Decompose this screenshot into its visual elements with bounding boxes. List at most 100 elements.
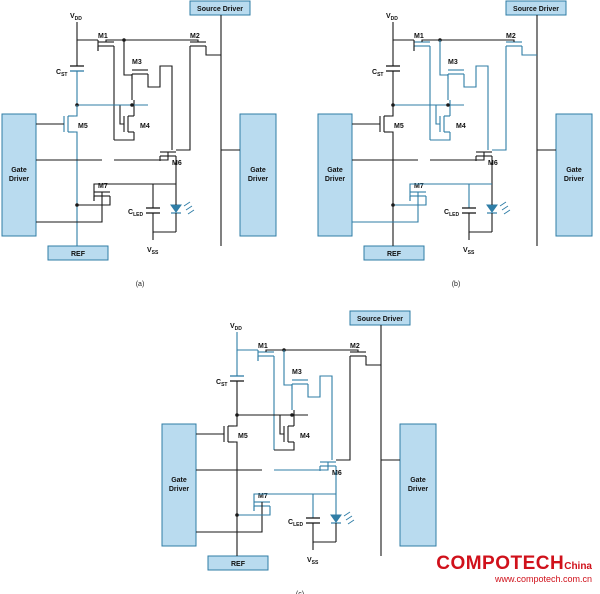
caption-0: (a) <box>136 281 145 288</box>
gate-driver-right-label-line1: Gate <box>410 477 426 484</box>
m2-to-node <box>176 51 191 151</box>
m4-source <box>430 132 451 141</box>
m5-label: M5 <box>238 433 248 440</box>
m4-transistor <box>123 115 134 133</box>
m6-gate <box>274 462 329 471</box>
source-driver-label: Source Driver <box>357 316 403 323</box>
m3-label: M3 <box>292 369 302 376</box>
node-m3 <box>290 413 294 417</box>
gate-driver-right-label-line2: Driver <box>408 486 429 493</box>
ref-box <box>363 245 425 261</box>
gate-driver-left-label-line1: Gate <box>327 167 343 174</box>
ref: REF <box>207 555 269 571</box>
m2-label: M2 <box>190 33 200 40</box>
m7-drain <box>253 493 336 511</box>
node-ref <box>75 203 79 207</box>
m5-label: M5 <box>78 123 88 130</box>
watermark-suffix: China <box>564 561 592 572</box>
m4-transistor <box>283 425 294 443</box>
m5-drain <box>390 105 394 117</box>
cled-label: CLED <box>288 519 303 528</box>
ref-box <box>47 245 109 261</box>
vdd-rail <box>392 22 414 41</box>
m3-transistor <box>291 379 309 389</box>
m2-transistor <box>189 41 207 51</box>
m7-gate <box>352 192 419 223</box>
m4-gate <box>435 105 440 125</box>
gate-driver-right-box <box>555 113 593 237</box>
ref-line <box>234 441 238 556</box>
led-rays <box>343 511 355 525</box>
m2-transistor <box>505 41 523 51</box>
compotech-watermark: COMPOTECHChina www.compotech.com.cn <box>436 554 592 584</box>
source-driver: Source Driver <box>189 0 251 16</box>
led-icon <box>330 511 355 525</box>
m5-drain <box>74 105 78 117</box>
gate-driver-right-box <box>399 423 437 547</box>
led-triangle <box>170 204 182 213</box>
m1-gate-line <box>105 39 124 42</box>
vdd-rail <box>236 332 258 351</box>
m4-source <box>114 132 135 141</box>
ref-label: REF <box>231 561 246 568</box>
cled-bottom-wire <box>468 213 492 233</box>
node-m3 <box>446 103 450 107</box>
m1-transistor <box>413 41 431 51</box>
m7-gate <box>36 192 103 223</box>
source-driver-box <box>189 0 251 16</box>
m7-label: M7 <box>414 183 424 190</box>
m3-drain <box>463 65 489 150</box>
led-triangle <box>330 514 342 523</box>
source-driver: Source Driver <box>505 0 567 16</box>
vdd-label: VDD <box>70 13 82 22</box>
m2-label: M2 <box>350 343 360 350</box>
m7-source <box>237 511 271 516</box>
m2-to-node <box>492 51 507 151</box>
source-driver: Source Driver <box>349 310 411 326</box>
ref-label: REF <box>387 251 402 258</box>
m4-label: M4 <box>456 123 466 130</box>
m7-label: M7 <box>258 493 268 500</box>
m3-label: M3 <box>448 59 458 66</box>
m1-label: M1 <box>414 33 424 40</box>
ref-line <box>390 131 394 246</box>
scan-line-m2 <box>284 349 359 352</box>
m2-label: M2 <box>506 33 516 40</box>
source-driver-box <box>349 310 411 326</box>
m2-to-data <box>205 51 221 56</box>
cst-label: CST <box>372 69 383 78</box>
m7-source <box>77 201 111 206</box>
m1-gate-line <box>421 39 440 42</box>
cst-label: CST <box>56 69 67 78</box>
gate-driver-left-label-line1: Gate <box>171 477 187 484</box>
m5-transistor <box>223 425 234 443</box>
gate-driver-right-label-line1: Gate <box>250 167 266 174</box>
m3-drain <box>307 375 333 460</box>
m6-label: M6 <box>332 470 342 477</box>
led-triangle <box>486 204 498 213</box>
gate-driver-left-box <box>161 423 197 547</box>
node-ref <box>235 513 239 517</box>
m7-drain <box>93 183 176 201</box>
m6-label: M6 <box>488 160 498 167</box>
m2-to-data <box>521 51 537 56</box>
m3-gate-line <box>283 350 293 389</box>
m3-label: M3 <box>132 59 142 66</box>
source-driver-label: Source Driver <box>197 6 243 13</box>
source-driver-label: Source Driver <box>513 6 559 13</box>
m5-drain <box>234 415 238 427</box>
caption-2: (c) <box>296 591 304 594</box>
m5-label: M5 <box>394 123 404 130</box>
gate-driver-left-box <box>317 113 353 237</box>
gate-driver-right-label-line2: Driver <box>564 176 585 183</box>
m5-transistor <box>379 115 390 133</box>
m4-label: M4 <box>300 433 310 440</box>
ref-label: REF <box>71 251 86 258</box>
node-m3 <box>130 103 134 107</box>
